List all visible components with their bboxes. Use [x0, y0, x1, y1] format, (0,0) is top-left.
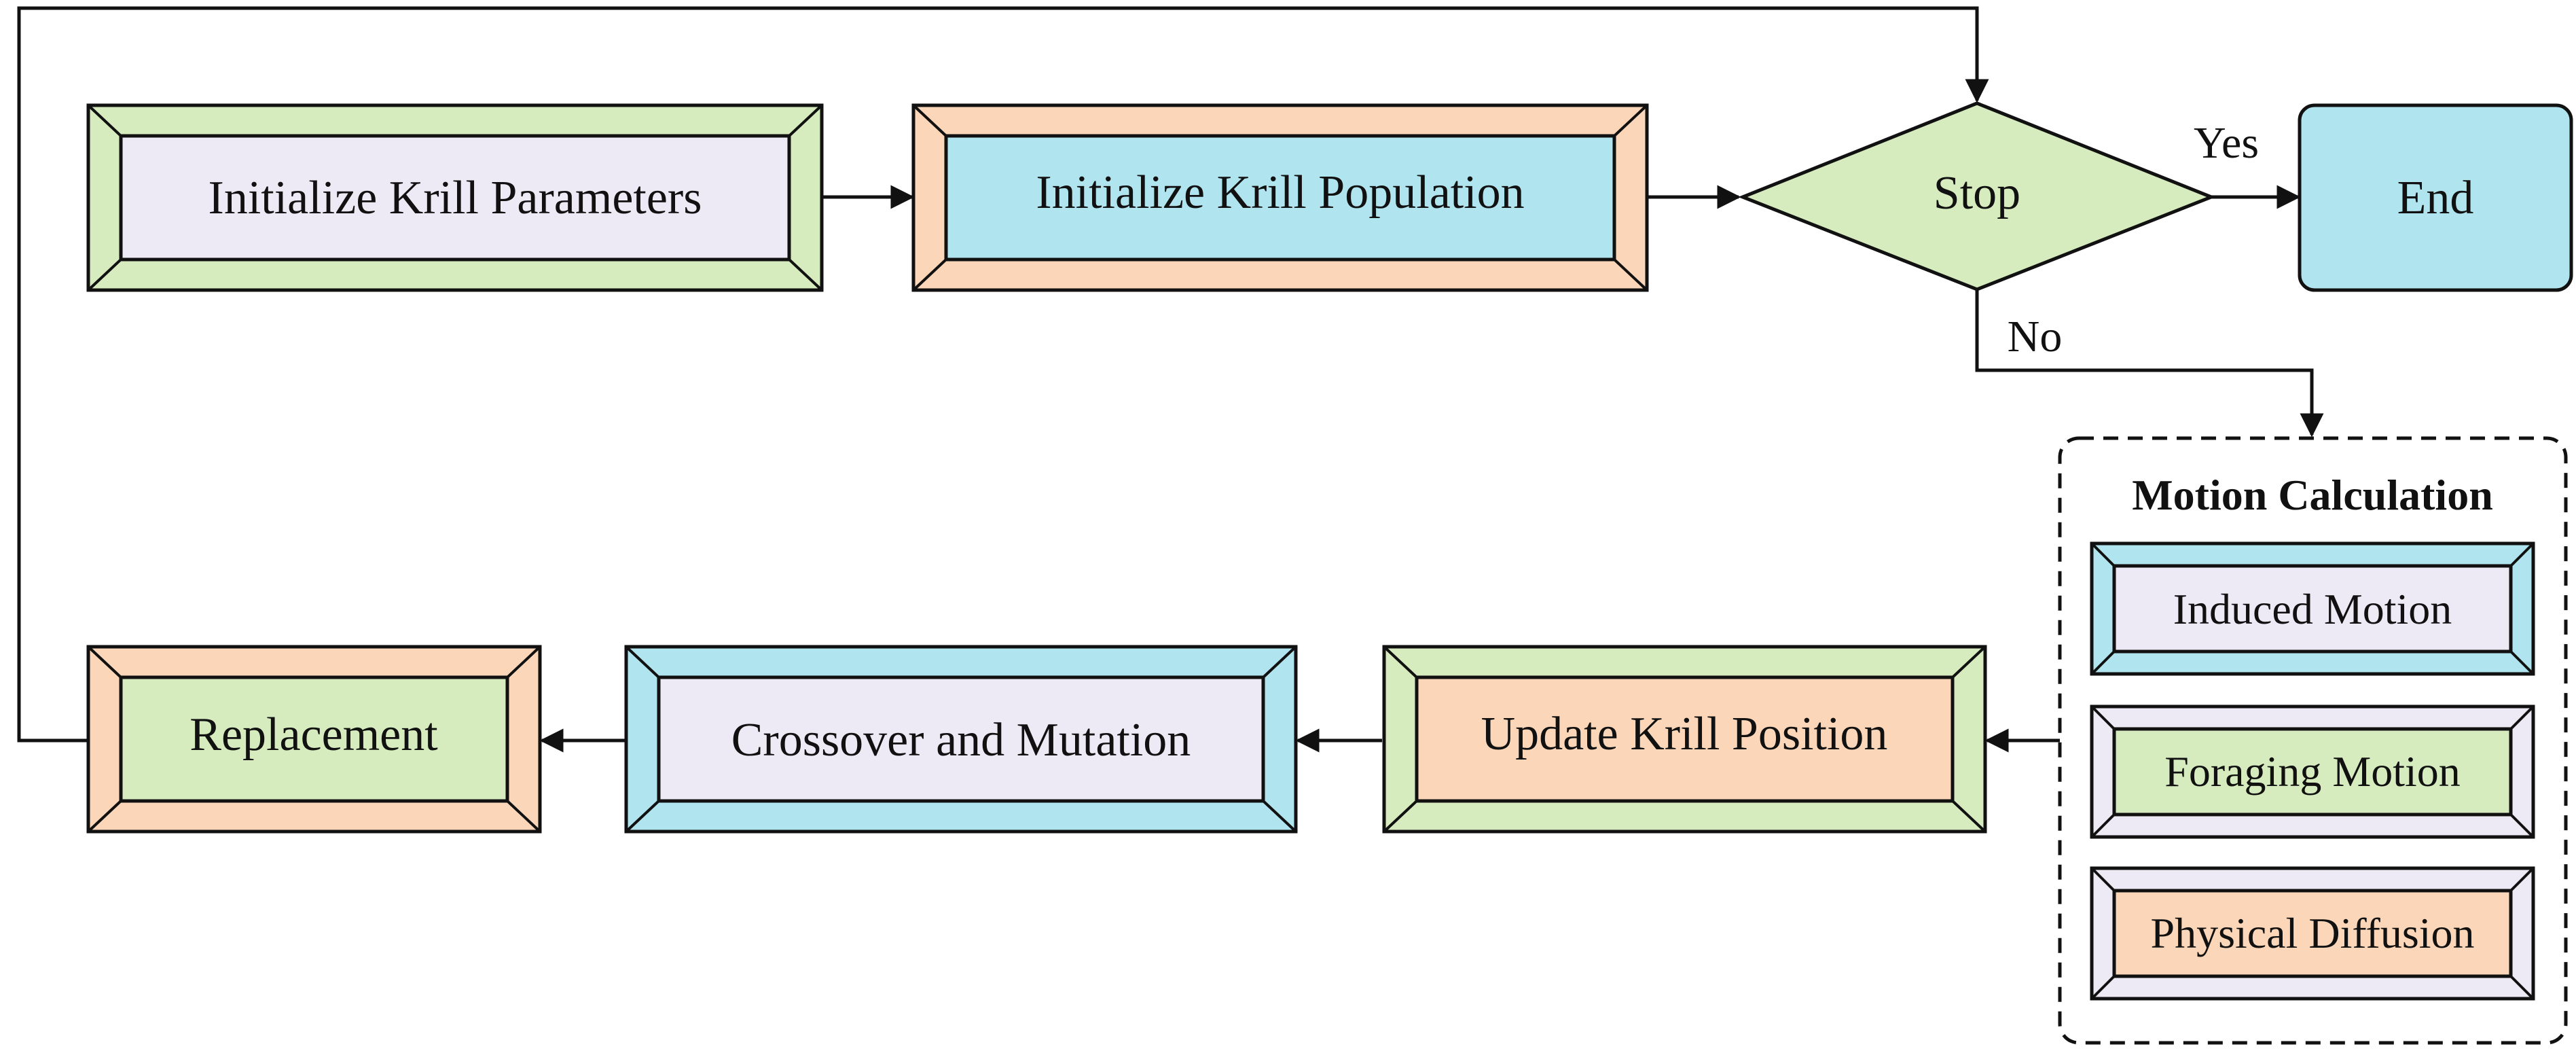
- bevel-line: [788, 104, 823, 137]
- node-label: Stop: [1934, 167, 2020, 219]
- bevel-line: [2090, 650, 2116, 675]
- bevel-line: [912, 258, 947, 291]
- motion-label: Physical Diffusion: [2150, 909, 2474, 957]
- edge-label-no: No: [2008, 312, 2063, 361]
- bevel-line: [1262, 645, 1297, 679]
- motion-item-physical-diffusion: Physical Diffusion: [2090, 866, 2535, 1001]
- group-title: Motion Calculation: [2132, 471, 2493, 519]
- node-update-position: Update Krill Position: [1382, 645, 1987, 834]
- bevel-line: [1613, 258, 1648, 291]
- bevel-line: [2509, 650, 2535, 675]
- bevel-line: [2509, 867, 2535, 892]
- connectors: [17, 6, 2324, 753]
- bevel-line: [2509, 813, 2535, 838]
- panel: [1415, 675, 1955, 803]
- node-label: Replacement: [189, 709, 438, 761]
- panel: [2112, 564, 2513, 654]
- bevel-line: [1383, 800, 1418, 833]
- bevel-line: [2509, 542, 2535, 567]
- bevel-line: [506, 800, 541, 833]
- bevel-line: [912, 104, 947, 137]
- decision-diamond: [1738, 101, 2216, 291]
- node-crossover-mutation: Crossover and Mutation: [624, 645, 1298, 834]
- group-border: [2058, 436, 2568, 1045]
- panel: [657, 675, 1265, 803]
- bevel-line: [788, 258, 823, 291]
- end-box: [2298, 103, 2573, 292]
- bevel-line: [1262, 800, 1297, 833]
- bevel-line: [1383, 645, 1418, 679]
- bevel-line: [1951, 800, 1987, 833]
- bevel-line: [506, 645, 541, 679]
- motion-label: Foraging Motion: [2164, 747, 2461, 796]
- bevel-line: [87, 800, 122, 833]
- bevel-line: [1613, 104, 1648, 137]
- motion-item-induced: Induced Motion: [2090, 541, 2535, 676]
- edge-stop-no-to-motion: [1975, 289, 2324, 438]
- bevel-line: [2509, 975, 2535, 1000]
- bevel-line: [2509, 705, 2535, 730]
- bevel-line: [625, 645, 660, 679]
- bevel-line: [2090, 975, 2116, 1000]
- panel: [119, 675, 509, 803]
- node-initialize-population: Initialize Krill Population: [911, 103, 1649, 292]
- node-label: Initialize Krill Parameters: [208, 172, 702, 224]
- bevel-line: [625, 800, 660, 833]
- bevel-line: [87, 645, 122, 679]
- motion-item-foraging: Foraging Motion: [2090, 704, 2535, 839]
- node-label: Crossover and Mutation: [731, 714, 1191, 766]
- bevel-line: [87, 104, 122, 137]
- node-stop-decision: Stop: [1738, 101, 2216, 291]
- edge-label-yes: Yes: [2194, 118, 2259, 168]
- edge-replacement-loop-to-stop: [17, 6, 1989, 743]
- panel: [944, 134, 1616, 262]
- node-label: End: [2397, 172, 2474, 224]
- bevel-line: [2090, 813, 2116, 838]
- node-label: Update Krill Position: [1481, 708, 1888, 760]
- motion-label: Induced Motion: [2173, 585, 2452, 633]
- bevel-line: [2090, 542, 2116, 567]
- motion-calculation-group: Motion Calculation Induced Motion Foragi…: [2058, 436, 2568, 1045]
- bevel-line: [2090, 705, 2116, 730]
- node-end: End: [2298, 103, 2573, 292]
- bevel-line: [87, 258, 122, 291]
- node-initialize-parameters: Initialize Krill Parameters: [86, 103, 824, 292]
- panel: [2112, 889, 2513, 978]
- panel: [2112, 727, 2513, 817]
- node-label: Initialize Krill Population: [1036, 166, 1524, 219]
- bevel-line: [1951, 645, 1987, 679]
- node-replacement: Replacement: [86, 645, 542, 834]
- bevel-line: [2090, 867, 2116, 892]
- panel: [119, 134, 791, 262]
